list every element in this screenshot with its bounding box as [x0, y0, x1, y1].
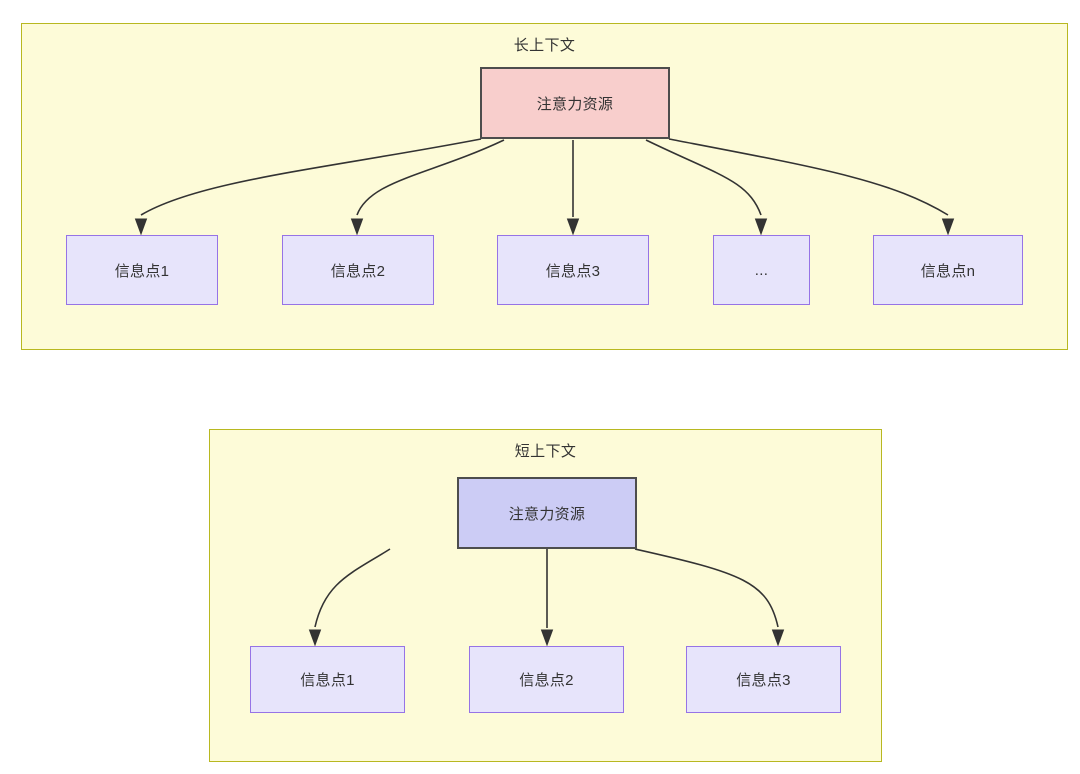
node-label: 信息点n: [920, 262, 976, 280]
node-attention-resource-long[interactable]: 注意力资源: [480, 67, 670, 139]
node-label: 信息点1: [114, 262, 170, 280]
panel-short-context-title: 短上下文: [514, 443, 577, 460]
node-label: 信息点3: [736, 672, 791, 689]
panel-long-context-title: 长上下文: [513, 37, 576, 54]
node-label: 信息点2: [330, 262, 386, 280]
node-label: 注意力资源: [508, 505, 586, 523]
node-info-point-n-long[interactable]: 信息点n: [873, 235, 1023, 305]
node-info-point-ellipsis-long[interactable]: ...: [713, 235, 810, 305]
node-label: 信息点3: [545, 262, 601, 280]
node-label: 信息点1: [300, 672, 355, 689]
node-info-point-1-short[interactable]: 信息点1: [250, 646, 405, 713]
node-label: 信息点2: [519, 672, 574, 689]
node-label: ...: [754, 261, 769, 279]
node-info-point-3-long[interactable]: 信息点3: [497, 235, 649, 305]
node-label: 注意力资源: [536, 95, 614, 113]
node-info-point-3-short[interactable]: 信息点3: [686, 646, 841, 713]
node-attention-resource-short[interactable]: 注意力资源: [457, 477, 637, 549]
node-info-point-2-long[interactable]: 信息点2: [282, 235, 434, 305]
node-info-point-2-short[interactable]: 信息点2: [469, 646, 624, 713]
node-info-point-1-long[interactable]: 信息点1: [66, 235, 218, 305]
